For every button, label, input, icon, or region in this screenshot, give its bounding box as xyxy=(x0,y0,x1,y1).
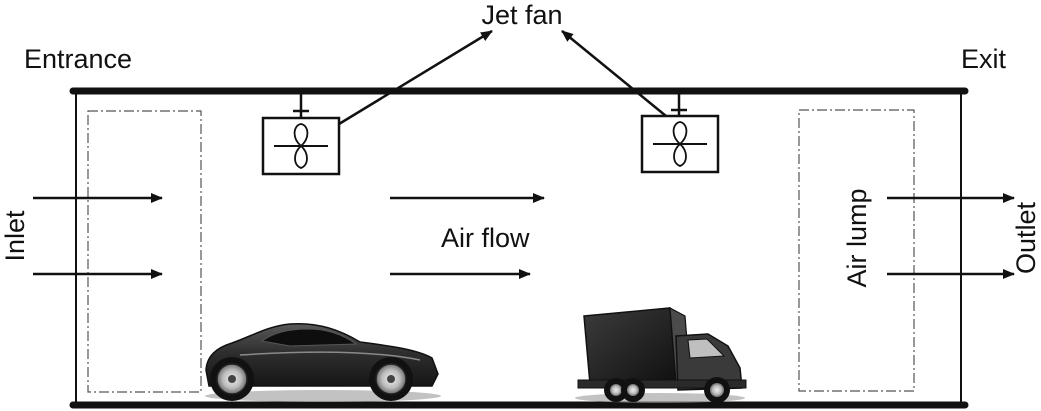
jet-fan-pointer-right xyxy=(561,30,667,117)
fan-blade-icon xyxy=(672,121,688,167)
jet-fan-label: Jet fan xyxy=(481,0,562,30)
jet-fan-left xyxy=(261,93,341,176)
fan-blade-icon xyxy=(293,123,309,169)
inlet-zone xyxy=(87,110,202,393)
air-flow-label: Air flow xyxy=(441,223,530,253)
entrance-label: Entrance xyxy=(24,44,132,74)
exit-label: Exit xyxy=(961,44,1007,74)
air-lump-label: Air lump xyxy=(842,188,872,287)
jet-fan-right xyxy=(640,93,720,174)
jet-fan-pointer-left xyxy=(338,29,493,126)
truck-icon xyxy=(575,306,747,403)
car-icon xyxy=(205,322,441,402)
tunnel xyxy=(69,87,969,409)
outlet-label: Outlet xyxy=(1011,201,1041,274)
air-lump-zone xyxy=(798,109,915,392)
inlet-label: Inlet xyxy=(0,210,30,262)
